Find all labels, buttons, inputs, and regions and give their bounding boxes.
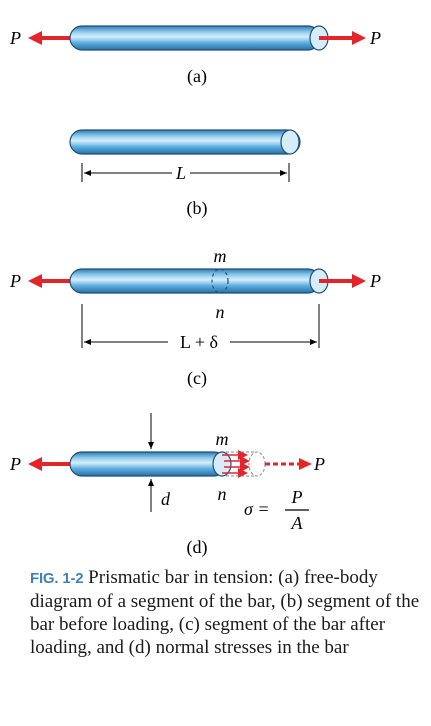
length-label: L	[175, 163, 186, 183]
panel-a: P P (a)	[9, 25, 381, 87]
figure-caption: FIG. 1-2 Prismatic bar in tension: (a) f…	[30, 566, 422, 659]
right-force-label: P	[369, 28, 381, 48]
left-force-label: P	[9, 28, 21, 48]
figure-number: FIG. 1-2	[30, 570, 84, 587]
panel-label: (c)	[187, 368, 207, 389]
length-dimension	[81, 163, 290, 182]
bar	[69, 451, 232, 477]
panel-c: P m n P L + δ (c)	[9, 246, 381, 389]
stress-symbol: σ =	[244, 499, 270, 519]
panel-label: (d)	[187, 537, 208, 558]
length-label: L + δ	[180, 332, 218, 352]
right-force-label: P	[313, 454, 325, 474]
stress-arrows	[222, 450, 250, 478]
diameter-label: d	[161, 489, 171, 509]
length-dimension	[81, 304, 320, 348]
panel-b: L (b)	[69, 129, 301, 219]
bar	[69, 129, 301, 155]
bar	[69, 25, 329, 51]
left-force-label: P	[9, 454, 21, 474]
section-top-label: m	[216, 429, 229, 449]
stress-numerator: P	[291, 487, 303, 507]
left-force-label: P	[9, 271, 21, 291]
section-bottom-label: n	[218, 484, 227, 504]
panel-label: (a)	[187, 66, 207, 87]
left-force-arrow	[28, 31, 72, 45]
stress-formula: σ = P A	[244, 487, 309, 533]
section-bottom-label: n	[216, 302, 225, 322]
panel-d: P P m n d	[9, 413, 325, 558]
section-mn	[211, 268, 229, 294]
left-force-arrow	[28, 457, 72, 471]
stress-denominator: A	[291, 513, 304, 533]
resultant-force-arrow	[265, 458, 312, 470]
right-force-arrow	[319, 274, 366, 288]
panel-label: (b)	[187, 198, 208, 219]
caption-text: Prismatic bar in tension: (a) free-body …	[30, 567, 420, 658]
right-force-label: P	[369, 271, 381, 291]
bar	[69, 268, 329, 294]
left-force-arrow	[28, 274, 72, 288]
right-force-arrow	[319, 31, 366, 45]
section-top-label: m	[214, 246, 227, 266]
